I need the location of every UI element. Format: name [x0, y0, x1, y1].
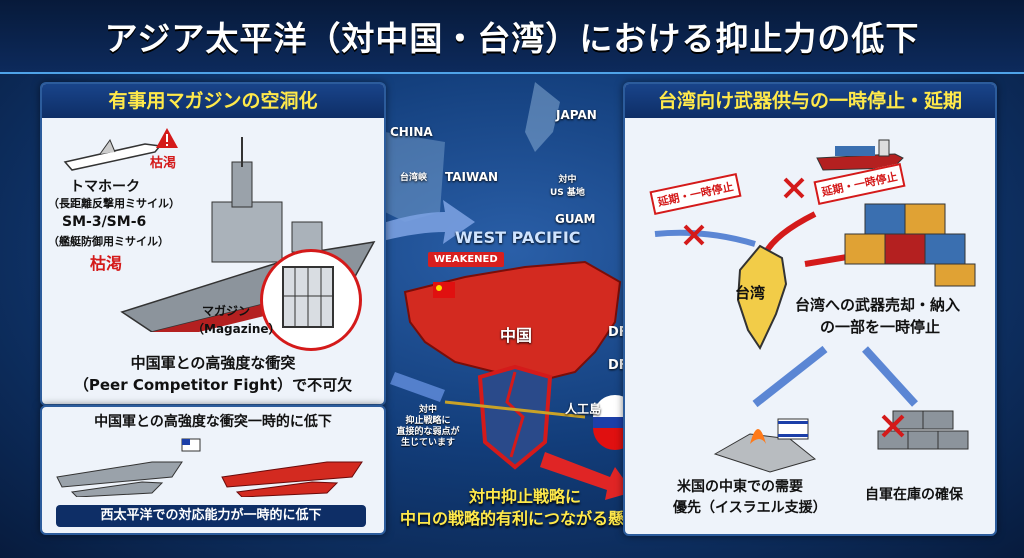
scales-icon — [444, 400, 586, 419]
warning-icon — [156, 128, 178, 148]
sm-label: SM-3/SM-6 — [62, 214, 147, 230]
map-label-small: 台湾峡 — [400, 173, 428, 183]
stockpile-icon — [877, 410, 969, 450]
left-subpanel-header: 中国軍との高強度な衝突一時的に低下 — [94, 414, 332, 430]
blue-arrow — [385, 200, 475, 244]
shield-icon — [477, 364, 553, 470]
china-fleet-icon — [221, 461, 363, 497]
blue-back-arrow — [390, 372, 445, 402]
map-label-china: CHINA — [390, 125, 433, 139]
right-panel: 台湾向け武器供与の一時停止・延期 延期・一時停止 延期・一時停止 台湾 台湾への… — [623, 82, 997, 536]
left-subpanel: 中国軍との高強度な衝突一時的に低下 西太平洋での対応能力が一時的に低下 — [40, 405, 386, 535]
depleted-label-2: 枯渇 — [90, 254, 123, 273]
china-map — [403, 260, 622, 384]
containers-icon — [844, 203, 976, 287]
depleted-label-1: 枯渇 — [150, 156, 177, 171]
page-title: アジア太平洋（対中国・台湾）における抑止力の低下 — [104, 19, 920, 58]
weakness-line-4: 生じています — [400, 438, 455, 448]
magazine-label: マガジン — [202, 304, 251, 318]
left-bottom-bar: 西太平洋での対応能力が一時的に低下 — [56, 505, 366, 527]
middle-east-icon — [713, 418, 817, 473]
conflict-line-1: 中国軍との高強度な衝突 — [130, 354, 296, 372]
map-label-china-jp: 中国 — [500, 326, 533, 345]
concern-line-1: 対中抑止戦略に — [468, 487, 581, 506]
taiwan-label: 台湾 — [735, 284, 766, 302]
mideast-line-1: 米国の中東での需要 — [677, 479, 803, 495]
map-label-guam: GUAM — [555, 212, 596, 226]
tomahawk-label: トマホーク — [70, 179, 140, 195]
right-panel-header: 台湾向け武器供与の一時停止・延期 — [625, 84, 995, 118]
japan-landmass — [525, 82, 560, 152]
title-bar: アジア太平洋（対中国・台湾）における抑止力の低下 — [0, 0, 1024, 74]
sales-line-2: の一部を一時停止 — [820, 318, 941, 336]
map-label-japan: JAPAN — [556, 108, 597, 122]
map-label-taiwan: TAIWAN — [445, 170, 499, 184]
magazine-en-label: （Magazine） — [192, 322, 281, 336]
weakness-line-1: 対中 — [418, 405, 437, 415]
china-flag-icon — [433, 282, 455, 298]
red-arrow — [540, 452, 633, 500]
weakness-note: 対中 抑止戦略に 直接的な弱点が 生じています — [383, 405, 473, 449]
left-panel-header: 有事用マガジンの空洞化 — [42, 84, 384, 118]
china-coast — [385, 132, 445, 222]
magazine-cells-icon — [282, 266, 334, 328]
tomahawk-sub-label: （長距離反撃用ミサイル） — [48, 197, 180, 210]
sm-sub-label: （艦艇防御用ミサイル） — [48, 235, 169, 248]
tomahawk-missile-icon — [63, 138, 162, 171]
mideast-line-2: 優先（イスラエル支援） — [673, 500, 827, 516]
map-label-us-base: 対中 US 基地 — [550, 175, 585, 198]
taiwan-island-icon — [736, 244, 788, 351]
weakness-line-3: 直接的な弱点が — [396, 427, 460, 437]
left-panel: 有事用マガジンの空洞化 枯渇 トマホーク （長距離反撃用ミサイル） SM-3/S… — [40, 82, 386, 406]
weakened-badge: WEAKENED — [428, 252, 504, 267]
concern-line-2: 中ロの戦略的有利につながる懸念 — [399, 509, 640, 528]
map-label-artificial-island: 人工島 — [565, 402, 602, 416]
down-arrows-icon — [752, 345, 918, 408]
conflict-line-2: （Peer Competitor Fight）で不可欠 — [73, 376, 353, 394]
map-label-west-pacific: WEST PACIFIC — [455, 228, 581, 247]
sales-line-1: 台湾への武器売却・納入 — [795, 296, 961, 314]
weakness-line-2: 抑止戦略に — [405, 416, 451, 426]
stock-label: 自軍在庫の確保 — [865, 487, 963, 503]
us-fleet-icon — [56, 438, 201, 497]
